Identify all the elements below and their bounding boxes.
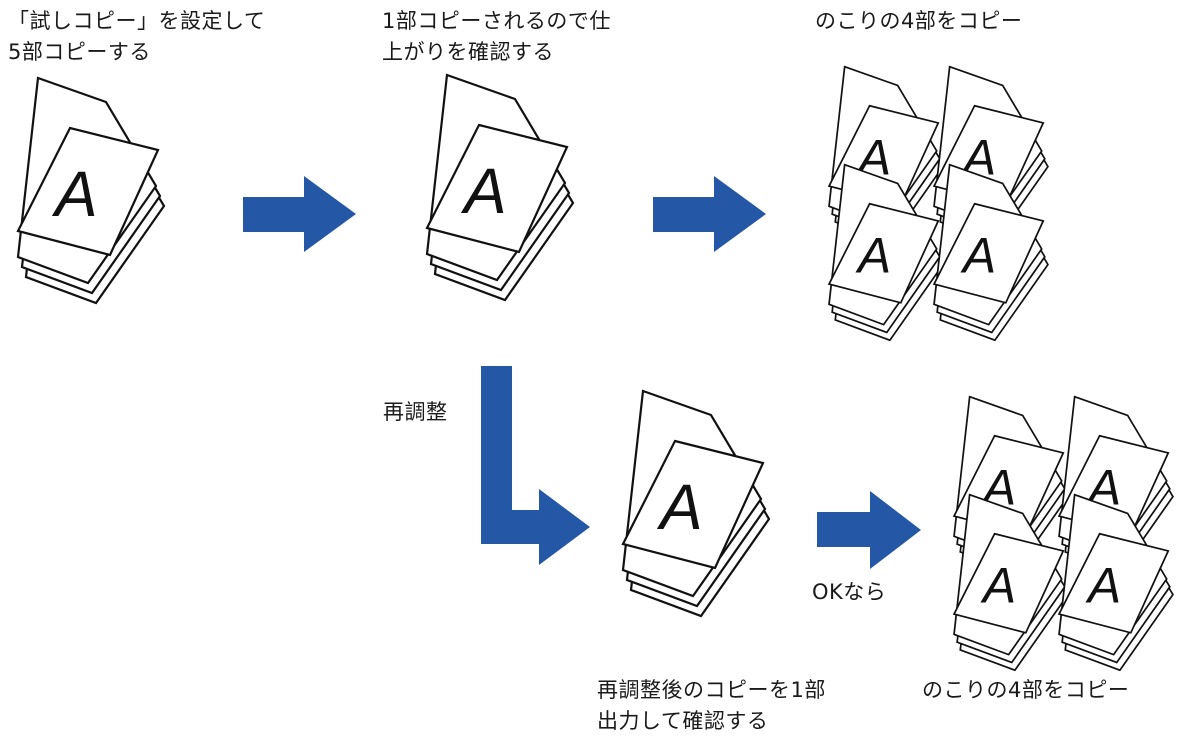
arrow-right-icon: [243, 176, 356, 252]
step3-caption: のこりの4部をコピー: [815, 6, 1022, 37]
step4-caption-line2: 出力して確認する: [597, 709, 769, 733]
paper-stack-icon: [16, 76, 166, 305]
paper-stack-icon: [621, 389, 771, 618]
arrow-right-icon: [817, 491, 921, 569]
step2-caption: 1部コピーされるので仕 上がりを確認する: [382, 6, 611, 68]
step5-caption: のこりの4部をコピー: [922, 675, 1129, 706]
readjust-arrow-icon: [481, 366, 590, 565]
step3-caption-line1: のこりの4部をコピー: [815, 9, 1023, 33]
readjust-label: 再調整: [383, 400, 448, 424]
arrow-right-icon: [653, 176, 766, 252]
step5-caption-line1: のこりの4部をコピー: [922, 678, 1130, 702]
paper-stack-group-icon: [953, 395, 1174, 672]
step1-caption: 「試しコピー」を設定して 5部コピーする: [8, 6, 265, 68]
step4-caption: 再調整後のコピーを1部 出力して確認する: [597, 675, 826, 737]
step4-caption-line1: 再調整後のコピーを1部: [597, 678, 826, 702]
step1-caption-line1: 「試しコピー」を設定して: [8, 9, 266, 33]
step2-caption-line1: 1部コピーされるので仕: [382, 9, 611, 33]
paper-stack-icon: [425, 73, 575, 302]
paper-stack-group-icon: [828, 65, 1049, 342]
ok-label: OKなら: [812, 580, 887, 604]
step1-caption-line2: 5部コピーする: [8, 40, 151, 64]
step2-caption-line2: 上がりを確認する: [382, 40, 554, 64]
